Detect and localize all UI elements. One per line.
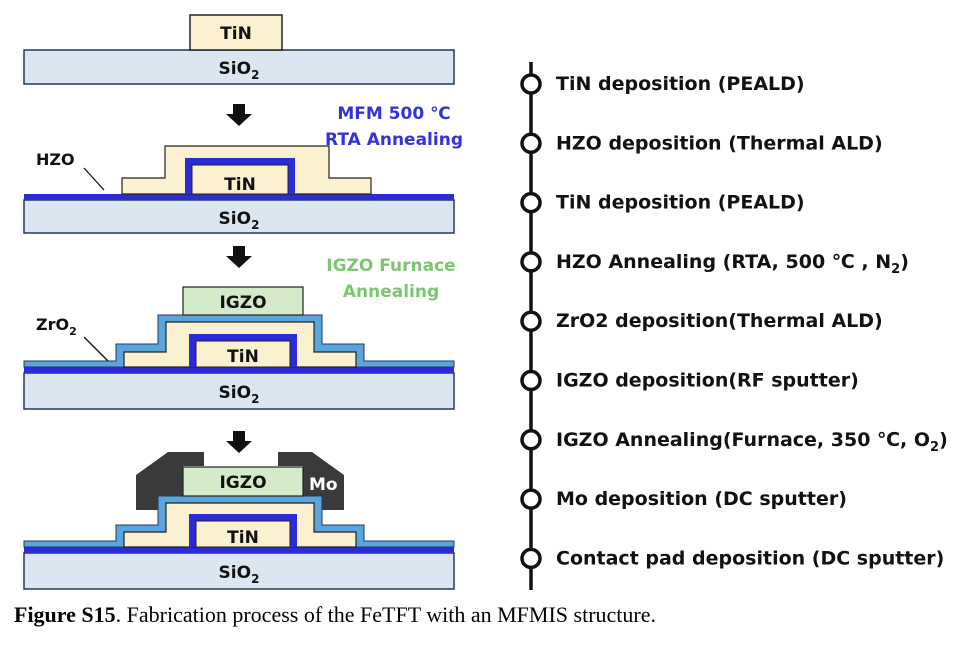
stage-3-stack: IGZO TiN SiO2 ZrO2 — [23, 286, 455, 410]
hzo-callout-line — [83, 167, 105, 191]
timeline-node — [520, 488, 542, 510]
mo-contact-left — [136, 452, 204, 510]
hzo-layer — [185, 158, 295, 194]
caption-label: Figure S15 — [14, 602, 116, 627]
process-timeline: TiN deposition (PEALD) HZO deposition (Th… — [520, 62, 948, 590]
timeline-node — [520, 251, 542, 273]
timeline-step-label: Mo deposition (DC sputter) — [556, 488, 847, 510]
tin-label: TiN — [227, 528, 259, 548]
timeline-node — [520, 547, 542, 570]
igzo-annealing-line2: Annealing — [343, 282, 439, 302]
tin-bottom-electrode — [195, 340, 291, 368]
zro2-callout-label: ZrO2 — [36, 315, 77, 338]
igzo-label: IGZO — [219, 473, 266, 493]
process-arrow-2 — [226, 246, 252, 268]
timeline-step-label: TiN deposition (PEALD) — [556, 73, 805, 95]
mo-label: Mo — [309, 475, 338, 495]
hzo-blanket-layer — [24, 194, 454, 200]
timeline-step-label: HZO deposition (Thermal ALD) — [556, 132, 883, 154]
sio2-label: SiO2 — [219, 209, 260, 232]
sio2-substrate — [23, 552, 455, 590]
timeline-step-label: IGZO deposition(RF sputter) — [556, 370, 859, 392]
timeline-step-label: ZrO2 deposition(Thermal ALD) — [556, 310, 883, 332]
mfm-annealing-line1: MFM 500 ℃ — [337, 104, 450, 124]
hzo-callout-label: HZO — [36, 150, 75, 169]
timeline-steps: TiN deposition (PEALD) HZO deposition (Th… — [520, 73, 948, 570]
sio2-label: SiO2 — [219, 563, 260, 586]
timeline-node — [520, 369, 542, 392]
stage-1-stack: TiN SiO2 — [23, 14, 455, 85]
mfm-annealing-line2: RTA Annealing — [325, 130, 463, 150]
caption-text: . Fabrication process of the FeTFT with … — [115, 602, 657, 627]
tin-bottom-electrode — [191, 164, 289, 195]
sio2-substrate — [23, 199, 455, 234]
zro2-callout-line — [83, 336, 109, 362]
sio2-label: SiO2 — [219, 59, 260, 82]
process-arrow-1 — [226, 104, 252, 126]
stage-2-stack: TiN SiO2 HZO — [23, 145, 455, 234]
tin-bottom-electrode — [195, 520, 291, 548]
timeline-node — [520, 132, 542, 155]
timeline-step-label: Contact pad deposition (DC sputter) — [556, 547, 944, 569]
tin-label: TiN — [224, 175, 256, 195]
igzo-channel — [182, 466, 304, 497]
process-arrow-3 — [226, 431, 252, 453]
timeline-node — [520, 73, 542, 95]
hzo-blanket-layer — [24, 547, 454, 553]
igzo-annealing-line1: IGZO Furnace — [326, 256, 455, 276]
figure-caption: Figure S15. Fabrication process of the F… — [14, 602, 954, 628]
timeline-step-label: TiN deposition (PEALD) — [556, 192, 805, 214]
tin-bottom-electrode — [189, 14, 283, 51]
timeline-node — [520, 191, 542, 214]
timeline-node — [520, 310, 542, 332]
timeline-node — [520, 429, 542, 451]
igzo-channel — [182, 286, 304, 316]
fabrication-diagram: TiN SiO2 TiN SiO2 HZO MFM 500 ℃ RTA Anne… — [23, 14, 948, 590]
tin-label: TiN — [227, 347, 259, 367]
mo-contact-right — [278, 452, 344, 510]
igzo-label: IGZO — [219, 293, 266, 313]
hzo-blanket-layer — [24, 367, 454, 373]
stage-4-stack: IGZO Mo TiN SiO2 — [23, 452, 455, 590]
timeline-step-label: IGZO Annealing(Furnace, 350 ℃, O2) — [556, 429, 948, 455]
sio2-label: SiO2 — [219, 383, 260, 406]
sio2-substrate — [23, 49, 455, 85]
tin-label: TiN — [220, 24, 252, 44]
timeline-step-label: HZO Annealing (RTA, 500 ℃ , N2) — [556, 251, 909, 277]
